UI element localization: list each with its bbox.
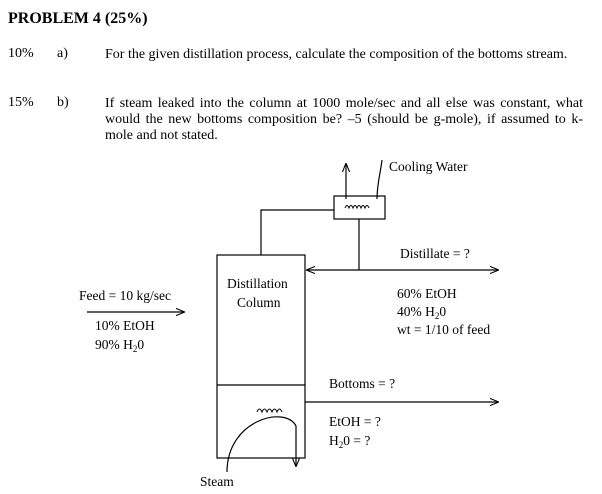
question-b-text: If steam leaked into the column at 1000 …: [105, 96, 583, 143]
distillate-label: Distillate = ?: [400, 246, 470, 261]
cooling-water-in-line: [376, 159, 383, 200]
distillate-comp-etoh: 60% EtOH: [397, 286, 457, 301]
question-b-weight: 15%: [8, 95, 34, 110]
problem-title: PROBLEM 4 (25%): [8, 10, 148, 27]
feed-comp-water: 90% H20: [95, 337, 145, 354]
condenser: [333, 195, 386, 220]
question-a-letter: a): [57, 46, 68, 61]
steam-label: Steam: [200, 474, 234, 489]
question-a-text: For the given distillation process, calc…: [105, 47, 568, 62]
cooling-water-label: Cooling Water: [389, 159, 468, 174]
bottoms-comp-water: H20 = ?: [329, 433, 371, 450]
question-a-weight: 10%: [8, 46, 34, 61]
column-label-line1: Distillation: [227, 276, 288, 291]
feed-comp-etoh: 10% EtOH: [95, 318, 155, 333]
reboiler-coil-icon: [256, 408, 283, 414]
bottoms-label: Bottoms = ?: [329, 376, 396, 391]
question-b-letter: b): [57, 95, 69, 110]
steam-coil-line: [226, 416, 296, 473]
overhead-vapor-line: [260, 209, 334, 255]
distillate-comp-water: 40% H20: [397, 304, 447, 321]
condenser-coil-icon: [344, 205, 370, 210]
column-label-line2: Column: [237, 295, 281, 310]
feed-label: Feed = 10 kg/sec: [79, 288, 171, 303]
bottoms-comp-etoh: EtOH = ?: [329, 414, 381, 429]
distillate-comp-weight: wt = 1/10 of feed: [397, 322, 491, 337]
